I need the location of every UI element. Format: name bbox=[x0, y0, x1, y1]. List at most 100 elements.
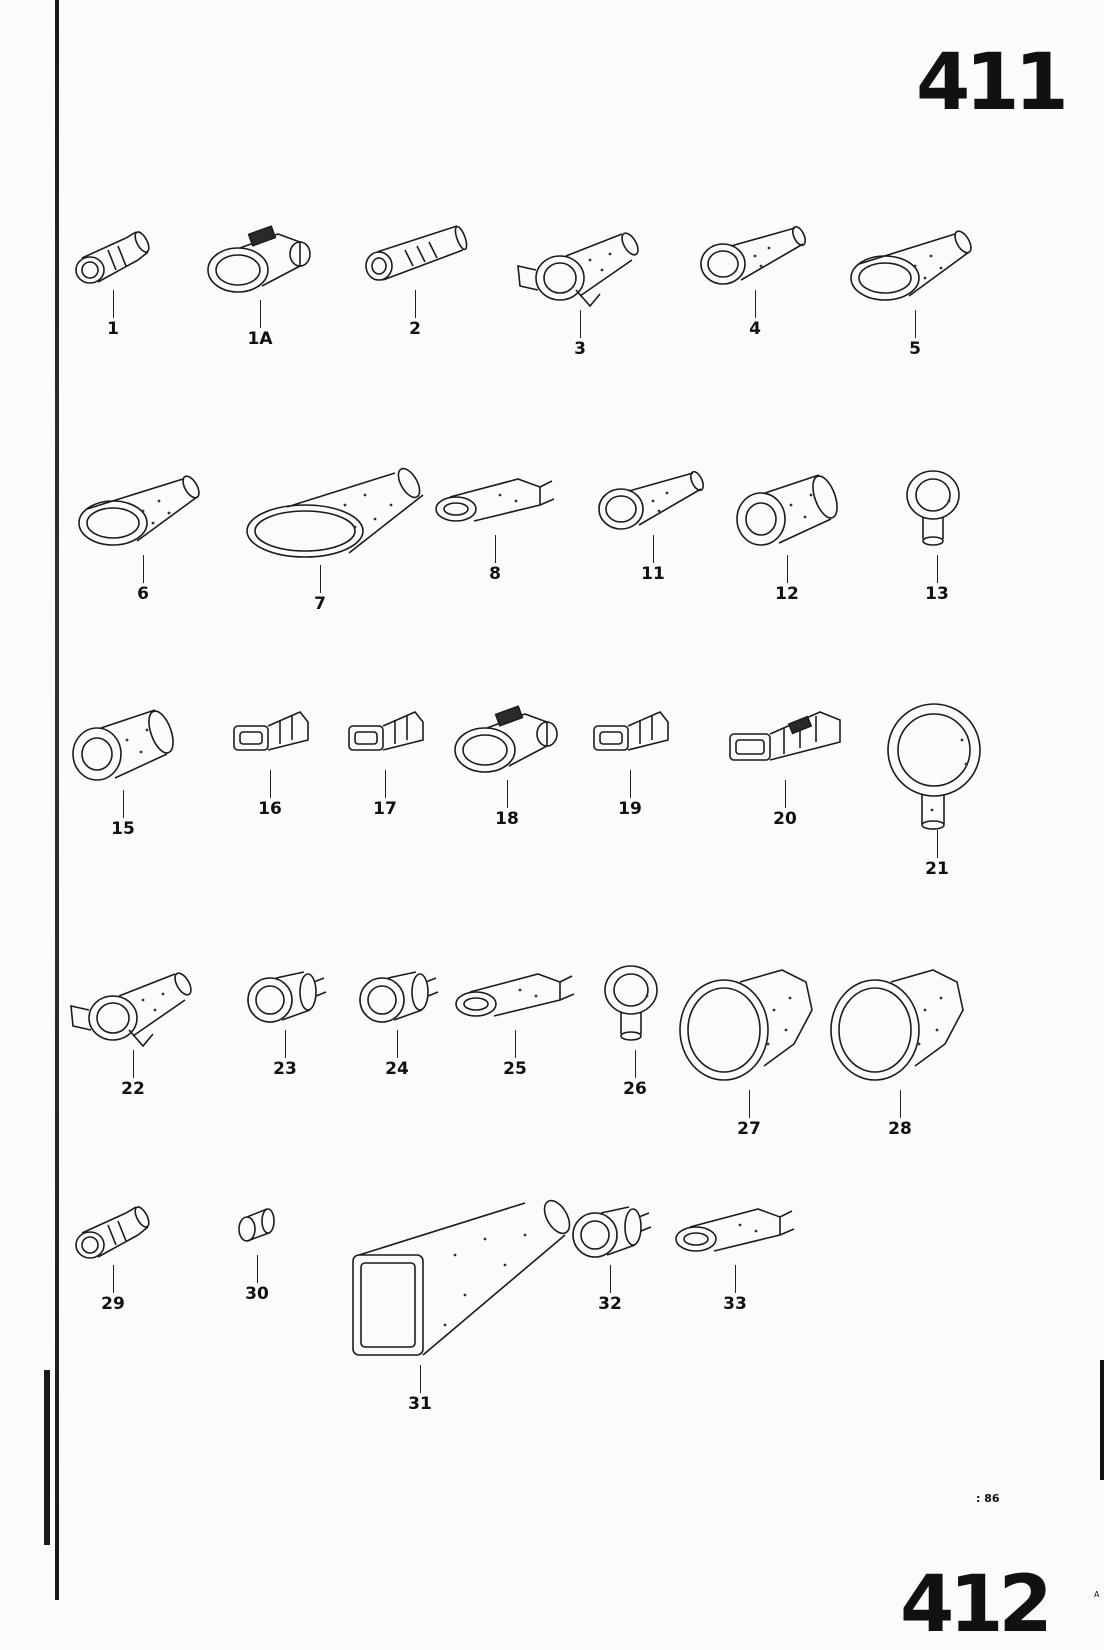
cap-small-drawing bbox=[359, 971, 439, 1023]
leader-line bbox=[652, 535, 654, 563]
part-item: 24 bbox=[322, 960, 472, 1078]
page-number: 411 bbox=[916, 38, 1069, 128]
part-item: 4 bbox=[680, 220, 830, 338]
part-number: 4 bbox=[749, 319, 761, 339]
part-number: 6 bbox=[137, 584, 149, 604]
part-item: 33 bbox=[660, 1195, 810, 1313]
cylinder-drawing bbox=[736, 474, 838, 546]
cap-large-drawing bbox=[679, 969, 813, 1081]
part-item: 11 bbox=[578, 465, 728, 583]
cone-wide-drawing bbox=[850, 230, 972, 301]
leader-line bbox=[506, 780, 508, 808]
page-edge-mark bbox=[1100, 1360, 1104, 1480]
cone-large-drawing bbox=[246, 467, 424, 558]
boot-flat-drawing bbox=[435, 478, 555, 522]
leader-line bbox=[786, 555, 788, 583]
part-number: 17 bbox=[373, 799, 397, 819]
leader-line bbox=[414, 290, 416, 318]
part-item: 20 bbox=[710, 700, 860, 828]
part-item: 1A bbox=[185, 220, 335, 348]
leader-line bbox=[899, 1090, 901, 1118]
part-item: 28 bbox=[825, 960, 975, 1138]
part-item: 1 bbox=[38, 220, 188, 338]
boot-long-drawing bbox=[365, 225, 468, 281]
cone-small-drawing bbox=[598, 470, 704, 530]
boot-flat-drawing bbox=[675, 1208, 795, 1252]
block-long-drawing bbox=[729, 711, 841, 761]
part-number: 7 bbox=[314, 594, 326, 614]
leader-line bbox=[269, 770, 271, 798]
leader-line bbox=[936, 555, 938, 583]
part-number: 23 bbox=[273, 1059, 297, 1079]
leader-line bbox=[396, 1030, 398, 1058]
part-number: 5 bbox=[909, 339, 921, 359]
part-item: 13 bbox=[862, 465, 1012, 603]
leader-line bbox=[256, 1255, 258, 1283]
part-number: 31 bbox=[408, 1394, 432, 1414]
part-item: 12 bbox=[712, 465, 862, 603]
cap-small-drawing bbox=[247, 971, 327, 1023]
leader-line bbox=[754, 290, 756, 318]
part-item: 15 bbox=[48, 700, 198, 838]
part-item: 19 bbox=[555, 700, 705, 818]
part-number: 26 bbox=[623, 1079, 647, 1099]
part-number: 25 bbox=[503, 1059, 527, 1079]
block-drawing bbox=[348, 711, 424, 751]
part-item: 18 bbox=[432, 700, 582, 828]
leader-line bbox=[784, 780, 786, 808]
cone-small-drawing bbox=[700, 225, 806, 285]
part-item: 7 bbox=[245, 465, 424, 614]
cone-square-drawing bbox=[352, 1199, 571, 1356]
part-number: 1A bbox=[247, 329, 273, 349]
part-number: 28 bbox=[888, 1119, 912, 1139]
part-item: 32 bbox=[535, 1195, 685, 1313]
edge-marker: A bbox=[1094, 1590, 1100, 1599]
part-number: 24 bbox=[385, 1059, 409, 1079]
cone-flag-drawing bbox=[70, 972, 192, 1048]
parts-catalog-page: 411 412 : 86 A 1 1A 2 3 4 5 6 7 8 11 12 … bbox=[38, 0, 1104, 1644]
leader-line bbox=[384, 770, 386, 798]
part-number: 33 bbox=[723, 1294, 747, 1314]
connector-oval-drawing bbox=[454, 705, 558, 773]
part-item: 22 bbox=[58, 960, 208, 1098]
connector-round-drawing bbox=[75, 231, 150, 284]
leader-line bbox=[142, 555, 144, 583]
part-number: 15 bbox=[111, 819, 135, 839]
part-number: 3 bbox=[574, 339, 586, 359]
part-item: 2 bbox=[340, 220, 490, 338]
part-number: 8 bbox=[489, 564, 501, 584]
cone-wide-drawing bbox=[78, 475, 200, 546]
leader-line bbox=[579, 310, 581, 338]
leader-line bbox=[419, 1365, 421, 1393]
part-number: 16 bbox=[258, 799, 282, 819]
leader-line bbox=[259, 300, 261, 328]
cylinder-drawing bbox=[72, 709, 174, 781]
part-item: 6 bbox=[68, 465, 218, 603]
part-item: 3 bbox=[505, 220, 655, 358]
part-item: 21 bbox=[862, 700, 1012, 878]
boot-flat-drawing bbox=[455, 973, 575, 1017]
part-item: 26 bbox=[560, 960, 710, 1098]
sleeve-drawing bbox=[238, 1208, 275, 1242]
connector-oval-drawing bbox=[207, 225, 311, 293]
leader-line bbox=[319, 565, 321, 593]
part-number: 13 bbox=[925, 584, 949, 604]
part-number: 30 bbox=[245, 1284, 269, 1304]
part-number: 2 bbox=[409, 319, 421, 339]
leader-line bbox=[629, 770, 631, 798]
part-item: 31 bbox=[345, 1195, 571, 1414]
leader-line bbox=[112, 1265, 114, 1293]
leader-line bbox=[748, 1090, 750, 1118]
connector-round-drawing bbox=[75, 1206, 150, 1259]
part-number: 20 bbox=[773, 809, 797, 829]
elbow-drawing bbox=[604, 965, 658, 1041]
part-item: 5 bbox=[840, 220, 990, 358]
cap-round-drawing bbox=[887, 703, 981, 830]
leader-line bbox=[112, 290, 114, 318]
part-number: 19 bbox=[618, 799, 642, 819]
part-item: 25 bbox=[440, 960, 590, 1078]
part-item: 23 bbox=[210, 960, 360, 1078]
leader-line bbox=[132, 1050, 134, 1078]
block-drawing bbox=[233, 711, 309, 751]
elbow-drawing bbox=[906, 470, 960, 546]
